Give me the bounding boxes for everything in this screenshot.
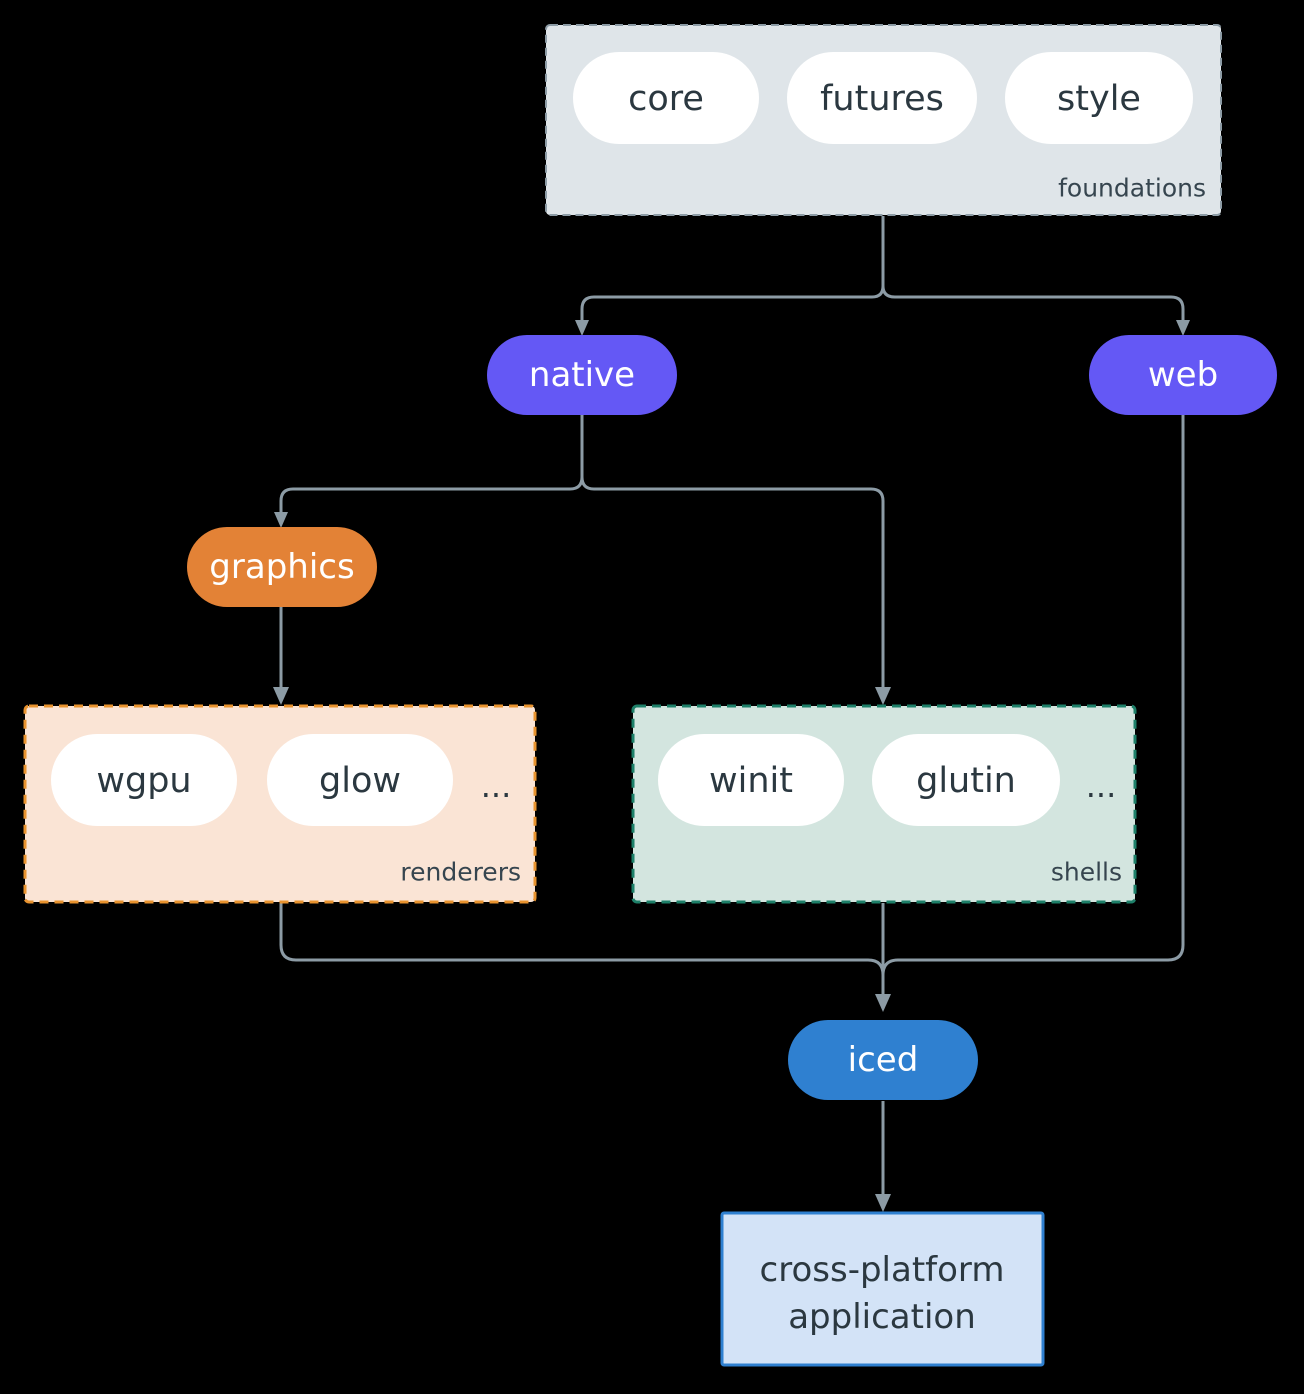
renderers-ellipsis: ... xyxy=(481,767,512,805)
node-glutin[interactable] xyxy=(872,734,1060,826)
edge-layer xyxy=(273,216,1190,1212)
node-application-label-line1: cross-platform xyxy=(760,1250,1005,1290)
node-iced-label: iced xyxy=(848,1040,919,1080)
node-web-label: web xyxy=(1148,355,1218,395)
arrowhead-graphics xyxy=(274,512,288,528)
arrowhead-renderers xyxy=(273,687,289,705)
node-application-group[interactable]: cross-platform application xyxy=(720,1211,1045,1367)
node-futures-label: futures xyxy=(820,79,944,119)
node-native[interactable] xyxy=(487,335,677,415)
node-core-label: core xyxy=(628,79,704,119)
renderers-group-caption: renderers xyxy=(400,858,521,887)
node-glow[interactable] xyxy=(267,734,453,826)
edge-native-to-shells xyxy=(580,476,885,688)
node-web[interactable] xyxy=(1089,335,1277,415)
arrowhead-application xyxy=(875,1194,891,1212)
arrowhead-native xyxy=(575,320,589,336)
node-native-group[interactable]: native xyxy=(487,335,677,415)
edge-renderers-to-merge xyxy=(279,903,885,995)
node-winit-label: winit xyxy=(709,761,793,801)
group-shells[interactable]: winit glutin ... shells xyxy=(631,704,1137,904)
node-native-label: native xyxy=(529,355,635,395)
node-graphics-label: graphics xyxy=(209,547,354,587)
node-graphics[interactable] xyxy=(187,527,377,607)
shells-group-caption: shells xyxy=(1051,858,1122,887)
edge-native-to-graphics xyxy=(279,476,584,513)
arrowhead-web xyxy=(1176,320,1190,336)
arrowhead-iced xyxy=(875,994,891,1012)
node-winit[interactable] xyxy=(658,734,844,826)
arrowhead-shells xyxy=(875,687,891,705)
edge-foundations-to-web xyxy=(881,285,1185,321)
group-foundations[interactable]: core futures style foundations xyxy=(545,24,1222,216)
node-style-label: style xyxy=(1057,79,1141,119)
node-iced[interactable] xyxy=(788,1020,978,1100)
node-application[interactable] xyxy=(720,1211,1045,1367)
node-graphics-group[interactable]: graphics xyxy=(187,527,377,607)
node-wgpu[interactable] xyxy=(51,734,237,826)
edge-foundations-to-native xyxy=(580,285,885,321)
foundations-group-caption: foundations xyxy=(1058,174,1206,203)
node-application-label-line2: application xyxy=(788,1297,976,1337)
shells-ellipsis: ... xyxy=(1086,767,1117,805)
node-glow-label: glow xyxy=(319,761,401,801)
node-futures[interactable] xyxy=(787,52,977,144)
node-web-group[interactable]: web xyxy=(1089,335,1277,415)
node-wgpu-label: wgpu xyxy=(96,761,191,801)
group-renderers[interactable]: wgpu glow ... renderers xyxy=(23,704,537,904)
node-core[interactable] xyxy=(573,52,759,144)
node-glutin-label: glutin xyxy=(916,761,1016,801)
edge-web-to-merge xyxy=(881,415,1185,995)
node-style[interactable] xyxy=(1005,52,1193,144)
node-iced-group[interactable]: iced xyxy=(788,1020,978,1100)
